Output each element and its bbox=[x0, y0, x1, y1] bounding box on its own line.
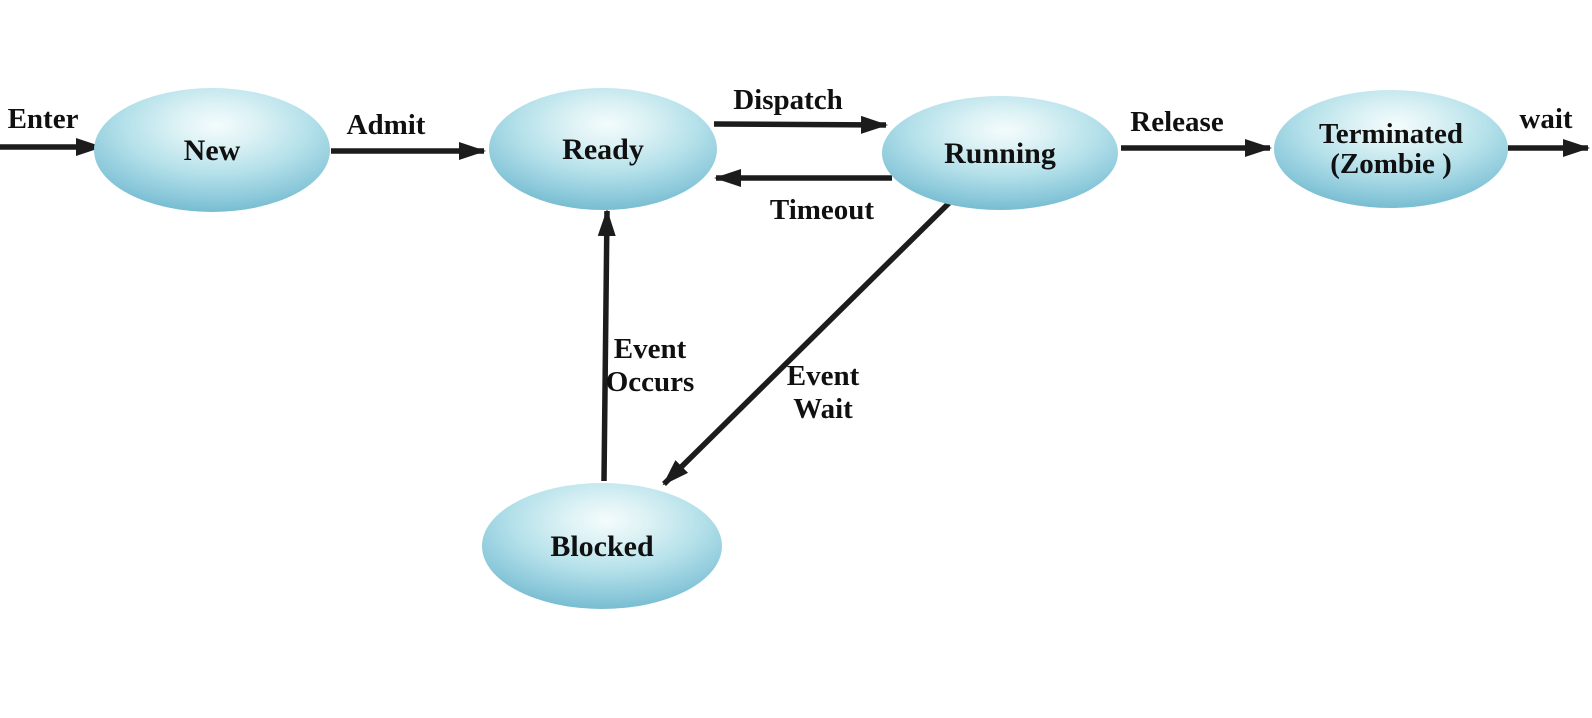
state-node-terminated: Terminated (Zombie ) bbox=[1274, 90, 1508, 208]
state-node-running: Running bbox=[882, 96, 1118, 210]
state-label-ready: Ready bbox=[562, 132, 644, 166]
edge-label-wait: wait bbox=[1519, 103, 1573, 135]
edge-label-dispatch: Dispatch bbox=[733, 84, 843, 116]
event-occurs-arrow bbox=[597, 209, 616, 482]
state-label-new: New bbox=[183, 133, 241, 167]
edge-label-event-wait-line2: Wait bbox=[793, 393, 853, 425]
state-label-terminated: Terminated (Zombie ) bbox=[1319, 119, 1463, 179]
dispatch-arrow bbox=[713, 115, 888, 134]
edge-label-release: Release bbox=[1130, 106, 1224, 138]
edge-label-timeout: Timeout bbox=[769, 194, 875, 226]
state-label-terminated-line2: (Zombie ) bbox=[1330, 148, 1452, 180]
state-node-ready: Ready bbox=[489, 88, 717, 210]
edge-label-event-wait: Event Wait bbox=[787, 360, 860, 426]
state-node-new: New bbox=[94, 88, 330, 212]
state-label-running: Running bbox=[944, 136, 1056, 170]
state-label-terminated-line1: Terminated bbox=[1319, 118, 1463, 150]
edge-label-event-occurs-line2: Occurs bbox=[605, 366, 695, 398]
edge-label-enter: Enter bbox=[7, 103, 79, 135]
state-label-blocked: Blocked bbox=[550, 529, 654, 563]
edge-label-event-occurs: Event Occurs bbox=[606, 333, 695, 399]
edge-label-admit: Admit bbox=[346, 109, 426, 141]
state-node-blocked: Blocked bbox=[482, 483, 722, 609]
edge-label-event-wait-line1: Event bbox=[786, 360, 860, 392]
event-wait-arrow bbox=[662, 201, 951, 486]
edge-label-event-occurs-line1: Event bbox=[613, 333, 687, 365]
